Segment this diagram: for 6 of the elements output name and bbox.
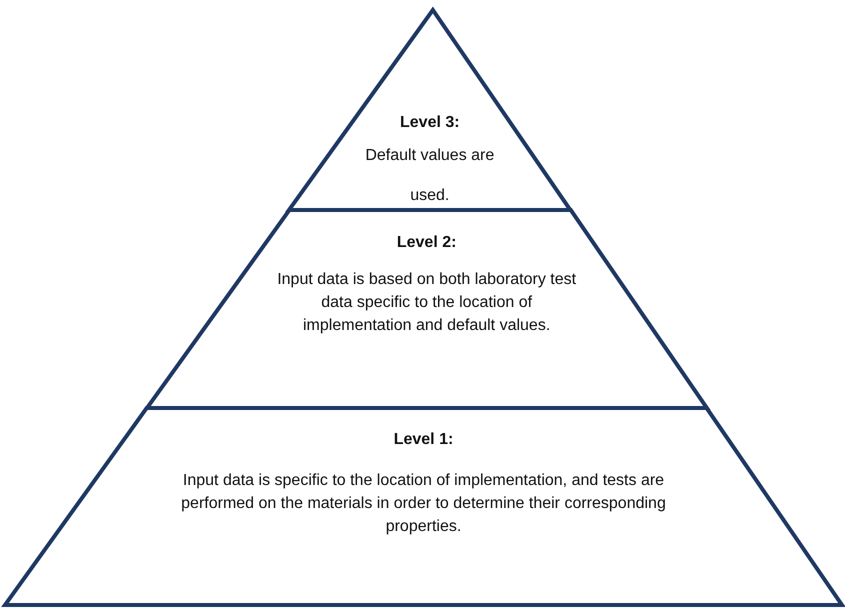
level-description: Input data is based on both laboratory test data specific to the location of implementation and default values. bbox=[276, 270, 577, 336]
level-description: Input data is specific to the location of implementation, and tests are performed on the materials in order to determine their corresponding properties. bbox=[180, 471, 667, 537]
level-heading: Level 3: bbox=[400, 113, 460, 133]
level-heading: Level 1: bbox=[394, 430, 454, 450]
level-description: Default values are used. bbox=[364, 146, 495, 206]
level-heading: Level 2: bbox=[396, 233, 456, 253]
